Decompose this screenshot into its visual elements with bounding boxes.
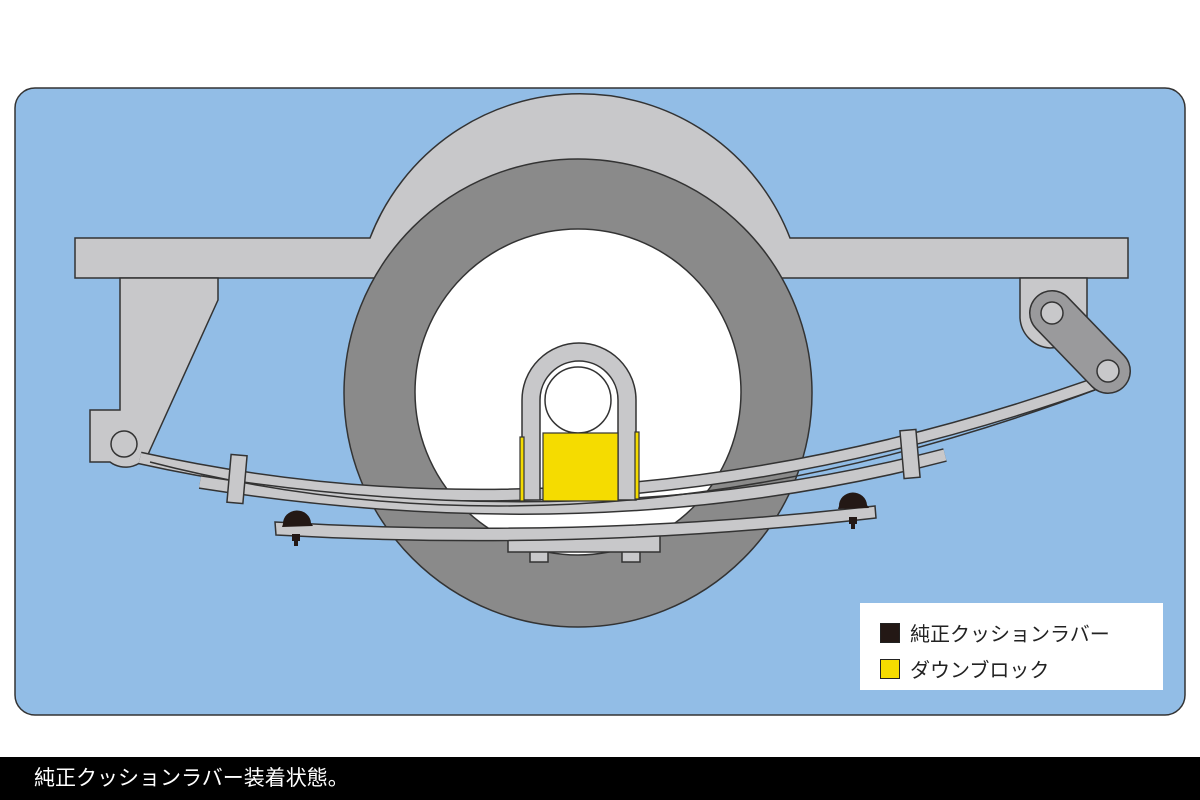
legend-item-down-block: ダウンブロック [880, 654, 1049, 683]
helper-leaf [274, 505, 877, 542]
legend-swatch-yellow [880, 658, 900, 679]
legend-label: ダウンブロック [910, 658, 1050, 682]
leaf-clamp-left [226, 453, 248, 505]
down-block [519, 431, 640, 502]
u-bolt [521, 342, 637, 501]
front-hanger [89, 277, 219, 468]
caption: 純正クッションラバー装着状態。 [0, 757, 1200, 800]
cushion-rubber-left [282, 510, 313, 546]
leaf-clamp-right [899, 428, 921, 480]
shackle [1029, 290, 1131, 394]
hanger-eye [110, 430, 138, 458]
legend-label: 純正クッションラバー [910, 622, 1110, 646]
cushion-rubber-right [838, 492, 869, 529]
legend-item-cushion-rubber: 純正クッションラバー [880, 618, 1110, 647]
legend-swatch-black [880, 622, 900, 643]
legend: 純正クッションラバー ダウンブロック [860, 603, 1163, 690]
